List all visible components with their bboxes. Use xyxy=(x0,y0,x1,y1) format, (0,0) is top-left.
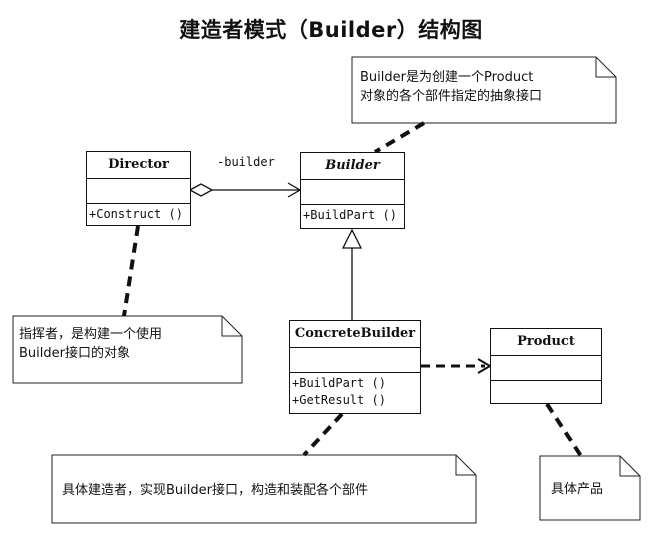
builder-operations: +BuildPart () xyxy=(301,205,404,224)
concrete-builder-operation: +BuildPart () xyxy=(292,376,386,390)
builder-class-name: Builder xyxy=(301,153,404,180)
product-class-name: Product xyxy=(491,329,601,356)
aggregation-connector xyxy=(188,182,302,198)
builder-attributes xyxy=(301,180,404,205)
product-note-anchor xyxy=(545,402,583,458)
generalization-connector xyxy=(341,228,363,320)
product-attributes xyxy=(491,356,601,381)
concrete-note: 具体建造者，实现Builder接口，构造和装配各个部件 xyxy=(62,481,368,500)
concrete-builder-operation: +GetResult () xyxy=(292,393,386,407)
director-note-anchor xyxy=(122,225,140,317)
product-note: 具体产品 xyxy=(551,480,603,499)
builder-operation: +BuildPart () xyxy=(303,208,397,222)
product-note-line: 具体产品 xyxy=(551,482,604,497)
concrete-note-line: 具体建造者，实现Builder接口，构造和装配各个部件 xyxy=(62,483,368,498)
dependency-connector xyxy=(421,358,492,374)
concrete-builder-attributes xyxy=(290,348,420,373)
builder-note-anchor xyxy=(373,121,426,154)
concrete-builder-class[interactable]: ConcreteBuilder +BuildPart () +GetResult… xyxy=(289,320,421,414)
builder-class[interactable]: Builder +BuildPart () xyxy=(300,152,405,229)
director-note-shape xyxy=(12,315,243,384)
product-class[interactable]: Product xyxy=(490,328,602,404)
director-class[interactable]: Director +Construct () xyxy=(86,151,191,226)
director-operations: +Construct () xyxy=(87,204,190,223)
director-class-name: Director xyxy=(87,152,190,179)
product-operations xyxy=(491,381,601,383)
builder-note-shape xyxy=(351,56,617,124)
association-label: -builder xyxy=(217,155,275,169)
director-operation: +Construct () xyxy=(89,207,183,221)
concrete-note-shape xyxy=(51,454,477,524)
concrete-note-anchor xyxy=(302,412,344,457)
builder-note: Builder是为创建一个Product 对象的各个部件指定的抽象接口 xyxy=(360,68,542,106)
director-attributes xyxy=(87,179,190,204)
director-note-line: 指挥者，是构建一个使用 xyxy=(19,327,163,342)
product-note-shape xyxy=(539,455,641,521)
builder-note-line: 对象的各个部件指定的抽象接口 xyxy=(360,89,543,104)
director-note-line: Builder接口的对象 xyxy=(19,346,130,361)
concrete-builder-class-name: ConcreteBuilder xyxy=(290,321,420,348)
concrete-builder-operations: +BuildPart () +GetResult () xyxy=(290,373,420,409)
director-note: 指挥者，是构建一个使用 Builder接口的对象 xyxy=(19,325,162,363)
diagram-title: 建造者模式（Builder）结构图 xyxy=(179,18,483,42)
builder-note-line: Builder是为创建一个Product xyxy=(360,70,534,85)
